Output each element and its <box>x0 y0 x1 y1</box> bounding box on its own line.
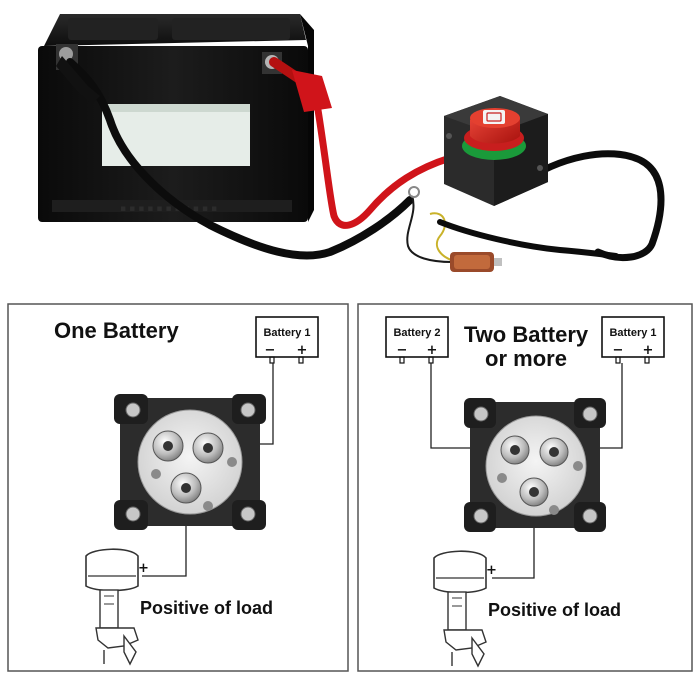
one-battery-panel: One Battery Battery 1 − + <box>7 303 349 672</box>
negative-terminal-label: − <box>397 343 408 358</box>
load-label: Positive of load <box>140 598 273 618</box>
negative-terminal-label: − <box>613 343 624 358</box>
positive-terminal-label: + <box>643 343 654 358</box>
switch-top-view <box>114 394 266 530</box>
outboard-motor-icon <box>85 548 139 666</box>
battery-switch-icon <box>444 96 548 206</box>
panel-title-line2: or more <box>485 346 567 371</box>
battery-label: Battery 2 <box>393 327 440 339</box>
load-positive-sign: + <box>138 561 149 576</box>
load-label: Positive of load <box>488 600 621 620</box>
panel-title-line1: Two Battery <box>464 322 589 347</box>
load-positive-sign: + <box>486 563 497 578</box>
two-battery-panel: Two Battery or more Battery 2 − + Batter… <box>357 303 693 672</box>
svg-text:▪▪▪▪▪▪▪▪▪▪▪: ▪▪▪▪▪▪▪▪▪▪▪ <box>120 204 220 214</box>
red-cable-icon <box>269 57 454 229</box>
switch-top-view <box>464 398 606 532</box>
positive-terminal-label: + <box>297 343 308 358</box>
battery-2-box: Battery 2 − + <box>385 316 449 364</box>
negative-terminal-label: − <box>265 343 276 358</box>
ring-terminal-icon <box>406 186 502 272</box>
outboard-motor-icon <box>433 550 487 668</box>
panel-title: One Battery <box>54 318 179 343</box>
battery-label: Battery 1 <box>263 327 310 339</box>
battery-1-box: Battery 1 − + <box>255 316 319 364</box>
positive-terminal-label: + <box>427 343 438 358</box>
battery-icon: ▪▪▪▪▪▪▪▪▪▪▪ <box>38 14 314 222</box>
battery-label: Battery 1 <box>609 327 656 339</box>
black-cable-icon <box>66 58 414 260</box>
battery-1-box: Battery 1 − + <box>601 316 665 364</box>
